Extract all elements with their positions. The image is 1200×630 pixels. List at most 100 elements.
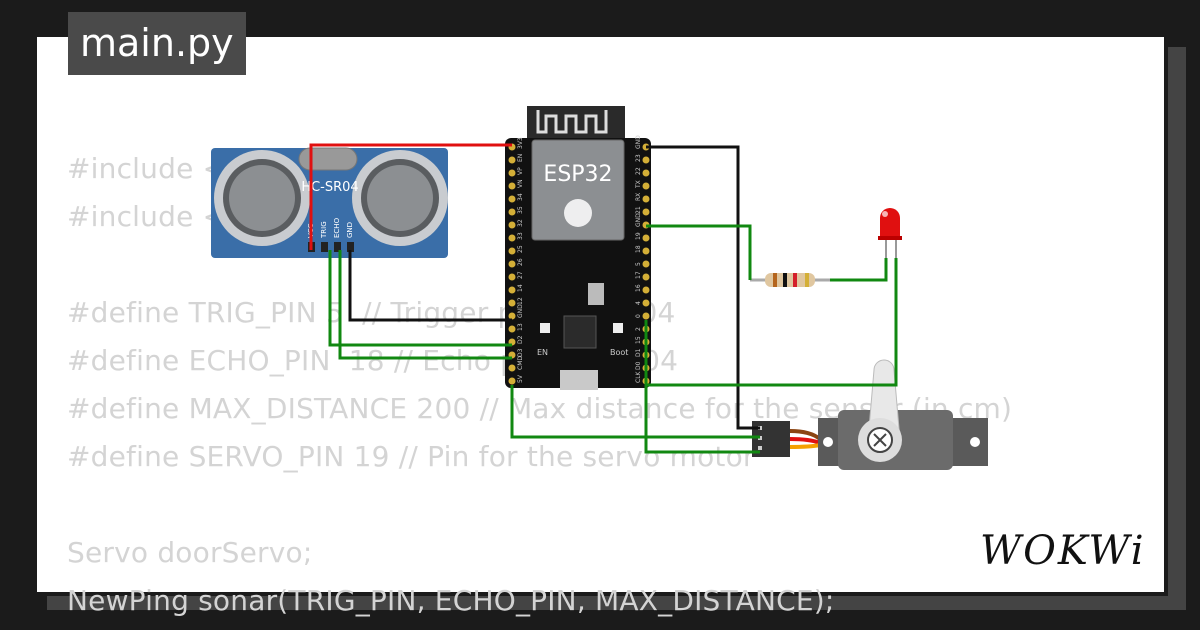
board-pin[interactable] bbox=[642, 260, 650, 268]
board-pin[interactable] bbox=[508, 312, 516, 320]
wire-echo bbox=[338, 250, 512, 360]
wire-vcc bbox=[309, 143, 512, 250]
board-pin[interactable] bbox=[508, 273, 516, 281]
board-pin-label: 17 bbox=[635, 271, 642, 279]
wokwi-logo: WOKWi bbox=[980, 528, 1146, 574]
board-pin[interactable] bbox=[508, 377, 516, 385]
wires bbox=[309, 143, 898, 454]
board-pin-label: EN bbox=[517, 154, 524, 162]
wire-servo-vcc bbox=[510, 385, 760, 439]
board-pin-label: GND bbox=[635, 135, 642, 149]
board-pin-label: GND bbox=[517, 304, 524, 318]
board-pin-label: 35 bbox=[517, 206, 524, 214]
board-pin-label: 33 bbox=[517, 232, 524, 240]
board-pin-label: D0 bbox=[635, 361, 642, 370]
board-pin[interactable] bbox=[642, 312, 650, 320]
board-pin-label: 25 bbox=[517, 245, 524, 253]
board-pin-label: 4 bbox=[635, 301, 642, 305]
board-pin-label: 22 bbox=[635, 167, 642, 175]
board-pin-label: VP bbox=[517, 167, 524, 175]
board-pin[interactable] bbox=[642, 286, 650, 294]
board-pin[interactable] bbox=[642, 273, 650, 281]
board-pin[interactable] bbox=[642, 195, 650, 203]
wire-servo-signal bbox=[644, 320, 760, 454]
board-pin-label: 34 bbox=[517, 193, 524, 201]
board-pin[interactable] bbox=[642, 182, 650, 190]
code-line: NewPing sonar(TRIG_PIN, ECHO_PIN, MAX_DI… bbox=[67, 584, 835, 617]
board-pin-label: 27 bbox=[517, 271, 524, 279]
board-pin-label: 2 bbox=[635, 327, 642, 331]
board-pin[interactable] bbox=[642, 299, 650, 307]
board-pin-label: 5 bbox=[635, 262, 642, 266]
board-pin[interactable] bbox=[642, 169, 650, 177]
wire-gnd-servo bbox=[646, 145, 760, 430]
board-pin[interactable] bbox=[642, 156, 650, 164]
board-pin[interactable] bbox=[508, 208, 516, 216]
board-pin-label: 15 bbox=[635, 336, 642, 344]
en-button[interactable] bbox=[540, 323, 550, 333]
board-pin-label: TX bbox=[635, 180, 642, 189]
resistor[interactable] bbox=[750, 273, 830, 287]
board-pin-label: 3V3 bbox=[517, 137, 524, 149]
board-pin[interactable] bbox=[508, 195, 516, 203]
boot-button[interactable] bbox=[613, 323, 623, 333]
board-pin[interactable] bbox=[508, 156, 516, 164]
board-pin[interactable] bbox=[508, 299, 516, 307]
board-pin[interactable] bbox=[508, 286, 516, 294]
esp32-board[interactable]: ESP32 EN Boot 3V3ENVPVN34353233252627141… bbox=[505, 106, 651, 390]
servo-motor[interactable] bbox=[752, 359, 988, 470]
board-pin[interactable] bbox=[508, 169, 516, 177]
code-line: Servo doorServo; bbox=[67, 536, 313, 569]
board-pin-label: 21 bbox=[635, 206, 642, 214]
esp32-label: ESP32 bbox=[543, 162, 612, 187]
board-pin-label: 14 bbox=[517, 284, 524, 292]
board-pin[interactable] bbox=[508, 325, 516, 333]
en-label: EN bbox=[537, 348, 548, 357]
board-pin[interactable] bbox=[642, 247, 650, 255]
sensor-pin[interactable] bbox=[334, 242, 341, 252]
board-pin-label: CLK bbox=[635, 370, 642, 383]
board-pin-label: 16 bbox=[635, 284, 642, 292]
board-pin[interactable] bbox=[508, 260, 516, 268]
wire-gnd-sensor bbox=[348, 250, 512, 322]
board-pin-label: D3 bbox=[517, 348, 524, 357]
board-pin-label: VN bbox=[517, 179, 524, 188]
board-pin[interactable] bbox=[508, 182, 516, 190]
board-pin[interactable] bbox=[508, 234, 516, 242]
board-pin-label: D1 bbox=[635, 348, 642, 357]
wire-led-gnd bbox=[646, 258, 898, 387]
board-pin-label: 5V bbox=[517, 374, 524, 383]
board-pin-label: RX bbox=[635, 193, 642, 201]
board-pin-label: GND bbox=[635, 213, 642, 227]
board-pin[interactable] bbox=[508, 221, 516, 229]
board-pin[interactable] bbox=[642, 234, 650, 242]
sensor-pin[interactable] bbox=[321, 242, 328, 252]
sensor-pin-label: GND bbox=[346, 222, 354, 238]
board-pin-label: D2 bbox=[517, 335, 524, 344]
board-pin-label: 13 bbox=[517, 323, 524, 331]
board-pin[interactable] bbox=[642, 208, 650, 216]
sensor-pin-label: TRIG bbox=[320, 221, 328, 239]
sensor-model-label: HC-SR04 bbox=[301, 180, 358, 195]
board-pin-label: 26 bbox=[517, 258, 524, 266]
wire-trig bbox=[328, 250, 512, 347]
sensor-pin[interactable] bbox=[347, 242, 354, 252]
sensor-pin-label: ECHO bbox=[333, 217, 341, 238]
board-pin-label: 12 bbox=[517, 297, 524, 305]
board-pin-label: 32 bbox=[517, 219, 524, 227]
board-pin-label: 19 bbox=[635, 232, 642, 240]
wire-resistor-led bbox=[830, 258, 888, 282]
board-pin[interactable] bbox=[508, 247, 516, 255]
red-led[interactable] bbox=[878, 208, 902, 258]
board-pin[interactable] bbox=[508, 364, 516, 372]
code-line: #define SERVO_PIN 19 // Pin for the serv… bbox=[67, 440, 755, 473]
board-pin-label: 18 bbox=[635, 245, 642, 253]
board-pin-label: CMD bbox=[517, 356, 524, 370]
wire-led-signal bbox=[646, 224, 752, 280]
file-tab[interactable]: main.py bbox=[68, 12, 246, 75]
boot-label: Boot bbox=[610, 348, 628, 357]
board-pin-label: 23 bbox=[635, 154, 642, 162]
board-pin-label: 0 bbox=[635, 314, 642, 318]
